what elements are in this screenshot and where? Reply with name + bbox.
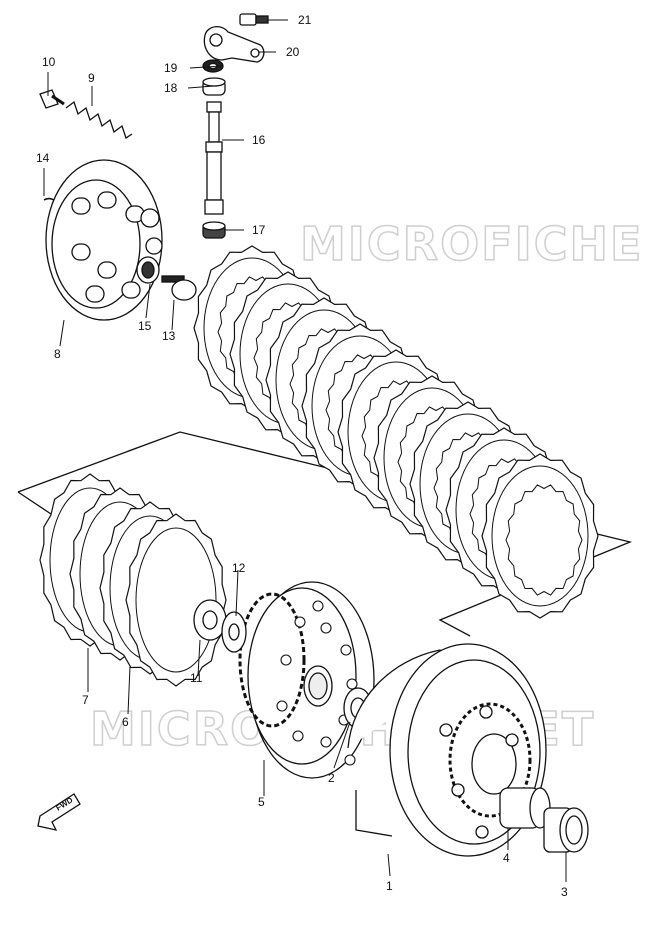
callout-16: 16 — [252, 133, 266, 147]
callout-6: 6 — [122, 715, 129, 729]
callouts — [43, 19, 567, 882]
hub-hole — [340, 644, 352, 656]
callout-14: 14 — [36, 151, 50, 165]
callout-9: 9 — [88, 71, 95, 85]
hub-hole — [292, 730, 304, 742]
callout-12: 12 — [232, 561, 246, 575]
hub-hole — [312, 600, 324, 612]
callout-21: 21 — [298, 13, 312, 27]
spacer-3[interactable] — [543, 807, 589, 853]
push-piece-13[interactable] — [161, 275, 197, 301]
hub-hole — [294, 616, 306, 628]
callout-17: 17 — [252, 223, 266, 237]
callout-20: 20 — [286, 45, 300, 59]
callout-8: 8 — [54, 347, 61, 361]
needle-bearing-4[interactable] — [499, 787, 551, 829]
hub-hole — [344, 754, 356, 766]
clutch-plate[interactable] — [481, 453, 599, 619]
bearing-17[interactable] — [202, 221, 226, 239]
pressure-plate-8[interactable] — [45, 159, 163, 321]
spacer-11[interactable] — [193, 599, 227, 641]
callout-13: 13 — [162, 329, 176, 343]
watermark-top: MICROFICHES.NET — [300, 217, 645, 271]
callout-7: 7 — [82, 693, 89, 707]
pressure-plate-assembly — [39, 89, 197, 321]
release-shaft-16[interactable] — [204, 101, 224, 215]
lower-clutch-plate-stack — [39, 473, 227, 687]
release-arm-assembly — [202, 13, 269, 239]
bearing-15[interactable] — [136, 256, 160, 284]
callout-10: 10 — [42, 55, 56, 69]
washer-12[interactable] — [221, 611, 247, 653]
callout-11: 11 — [190, 671, 203, 685]
bolt-21[interactable] — [239, 13, 269, 26]
hub-hole — [280, 654, 292, 666]
clutch-plate-6[interactable] — [125, 513, 227, 687]
upper-clutch-plate-stack — [193, 245, 599, 619]
callout-1: 1 — [386, 879, 393, 893]
callout-2: 2 — [328, 771, 335, 785]
callout-3: 3 — [561, 885, 568, 899]
callout-4: 4 — [503, 851, 510, 865]
callout-19: 19 — [164, 61, 178, 75]
hub-hole — [346, 678, 358, 690]
clutch-spring-9[interactable] — [65, 100, 133, 140]
hub-hole — [276, 700, 288, 712]
hub-hole — [320, 736, 332, 748]
sleeve-hub-holes — [276, 600, 358, 766]
hub-hole — [320, 622, 332, 634]
callout-18: 18 — [164, 81, 178, 95]
callout-15: 15 — [138, 319, 152, 333]
oil-seal-18[interactable] — [202, 77, 226, 96]
fwd-arrow-icon: FWD — [37, 793, 81, 831]
callout-5: 5 — [258, 795, 265, 809]
bolt-10[interactable] — [39, 89, 65, 109]
